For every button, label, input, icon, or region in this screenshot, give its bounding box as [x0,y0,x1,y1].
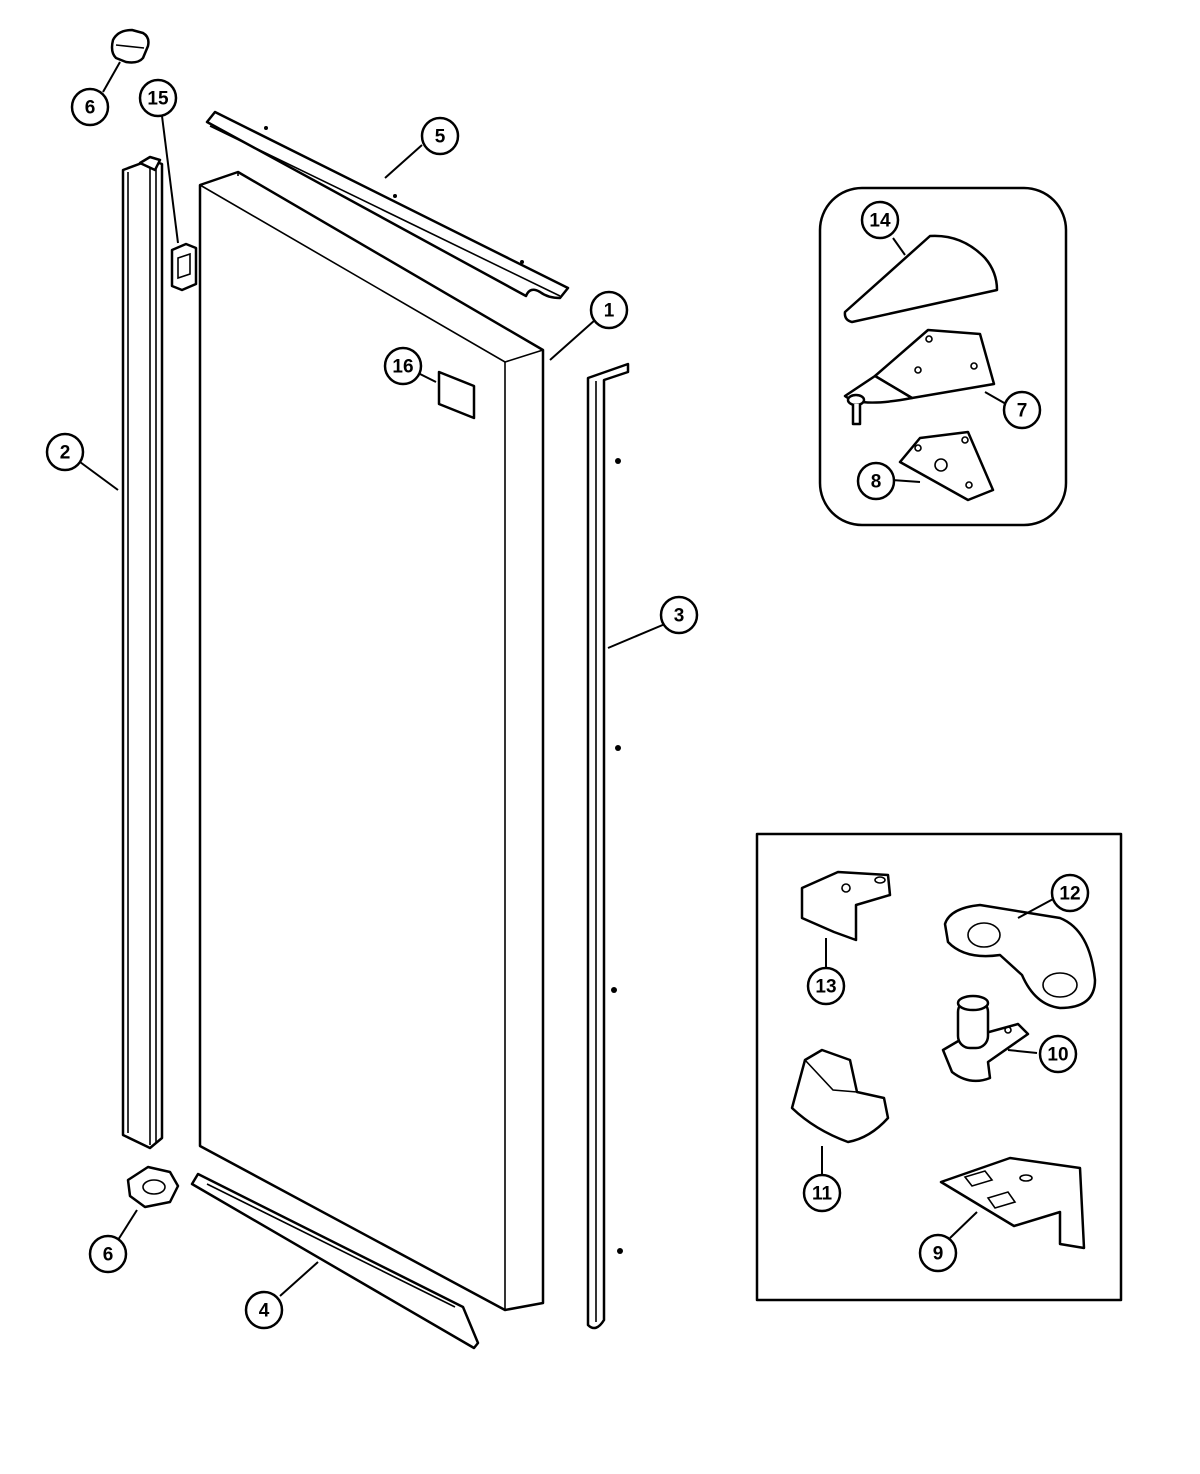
part-end-cap-bottom [126,1165,180,1209]
part-hinge-pin [941,994,1030,1083]
hinge-detail-box [818,186,1068,527]
callout-6-bottom-label: 6 [103,1245,114,1266]
callout-2: 2 [45,432,85,472]
callout-5: 5 [420,116,460,156]
part-label [437,370,476,420]
callout-4-label: 4 [259,1301,270,1322]
callout-15-label: 15 [147,89,169,110]
callout-5-label: 5 [435,127,446,148]
callout-13-label: 13 [815,977,836,998]
callout-13: 13 [806,966,846,1006]
callout-11: 11 [802,1173,842,1213]
callout-8-label: 8 [871,472,882,493]
callout-11-label: 11 [812,1184,833,1205]
part-hinge-cover [843,234,999,324]
part-right-trim [586,362,630,1330]
callout-4: 4 [244,1290,284,1330]
part-hinge-cover-small [790,1048,890,1144]
part-top-strip [205,110,570,300]
part-hinge-plate [898,430,995,502]
part-door-panel [198,170,545,1312]
callout-16-label: 16 [392,357,413,378]
callout-6-top: 6 [70,87,110,127]
callout-7: 7 [1002,390,1042,430]
callout-10-label: 10 [1047,1045,1068,1066]
callout-9: 9 [918,1233,958,1273]
callout-6-bottom: 6 [88,1234,128,1274]
part-bottom-strip [190,1172,480,1350]
callout-14-label: 14 [869,211,891,232]
callout-14: 14 [860,200,900,240]
callout-15: 15 [138,78,178,118]
part-top-hinge [843,328,996,426]
callout-8: 8 [856,461,896,501]
callout-16: 16 [383,346,423,386]
part-bracket [800,870,892,942]
part-hinge-block [943,903,1097,1010]
callout-1: 1 [589,290,629,330]
callout-3: 3 [659,595,699,635]
part-end-cap-top [110,28,150,64]
callout-10: 10 [1038,1034,1078,1074]
part-left-trim [121,155,164,1150]
callout-12: 12 [1050,873,1090,913]
part-clip [170,242,198,292]
callout-12-label: 12 [1059,884,1080,905]
leader-lines [79,61,1056,1297]
callout-2-label: 2 [60,443,71,464]
callout-1-label: 1 [604,301,615,322]
callout-9-label: 9 [933,1244,944,1265]
callout-7-label: 7 [1017,401,1028,422]
callout-6-top-label: 6 [85,98,96,119]
part-mounting-plate [939,1156,1086,1250]
callout-3-label: 3 [674,606,685,627]
